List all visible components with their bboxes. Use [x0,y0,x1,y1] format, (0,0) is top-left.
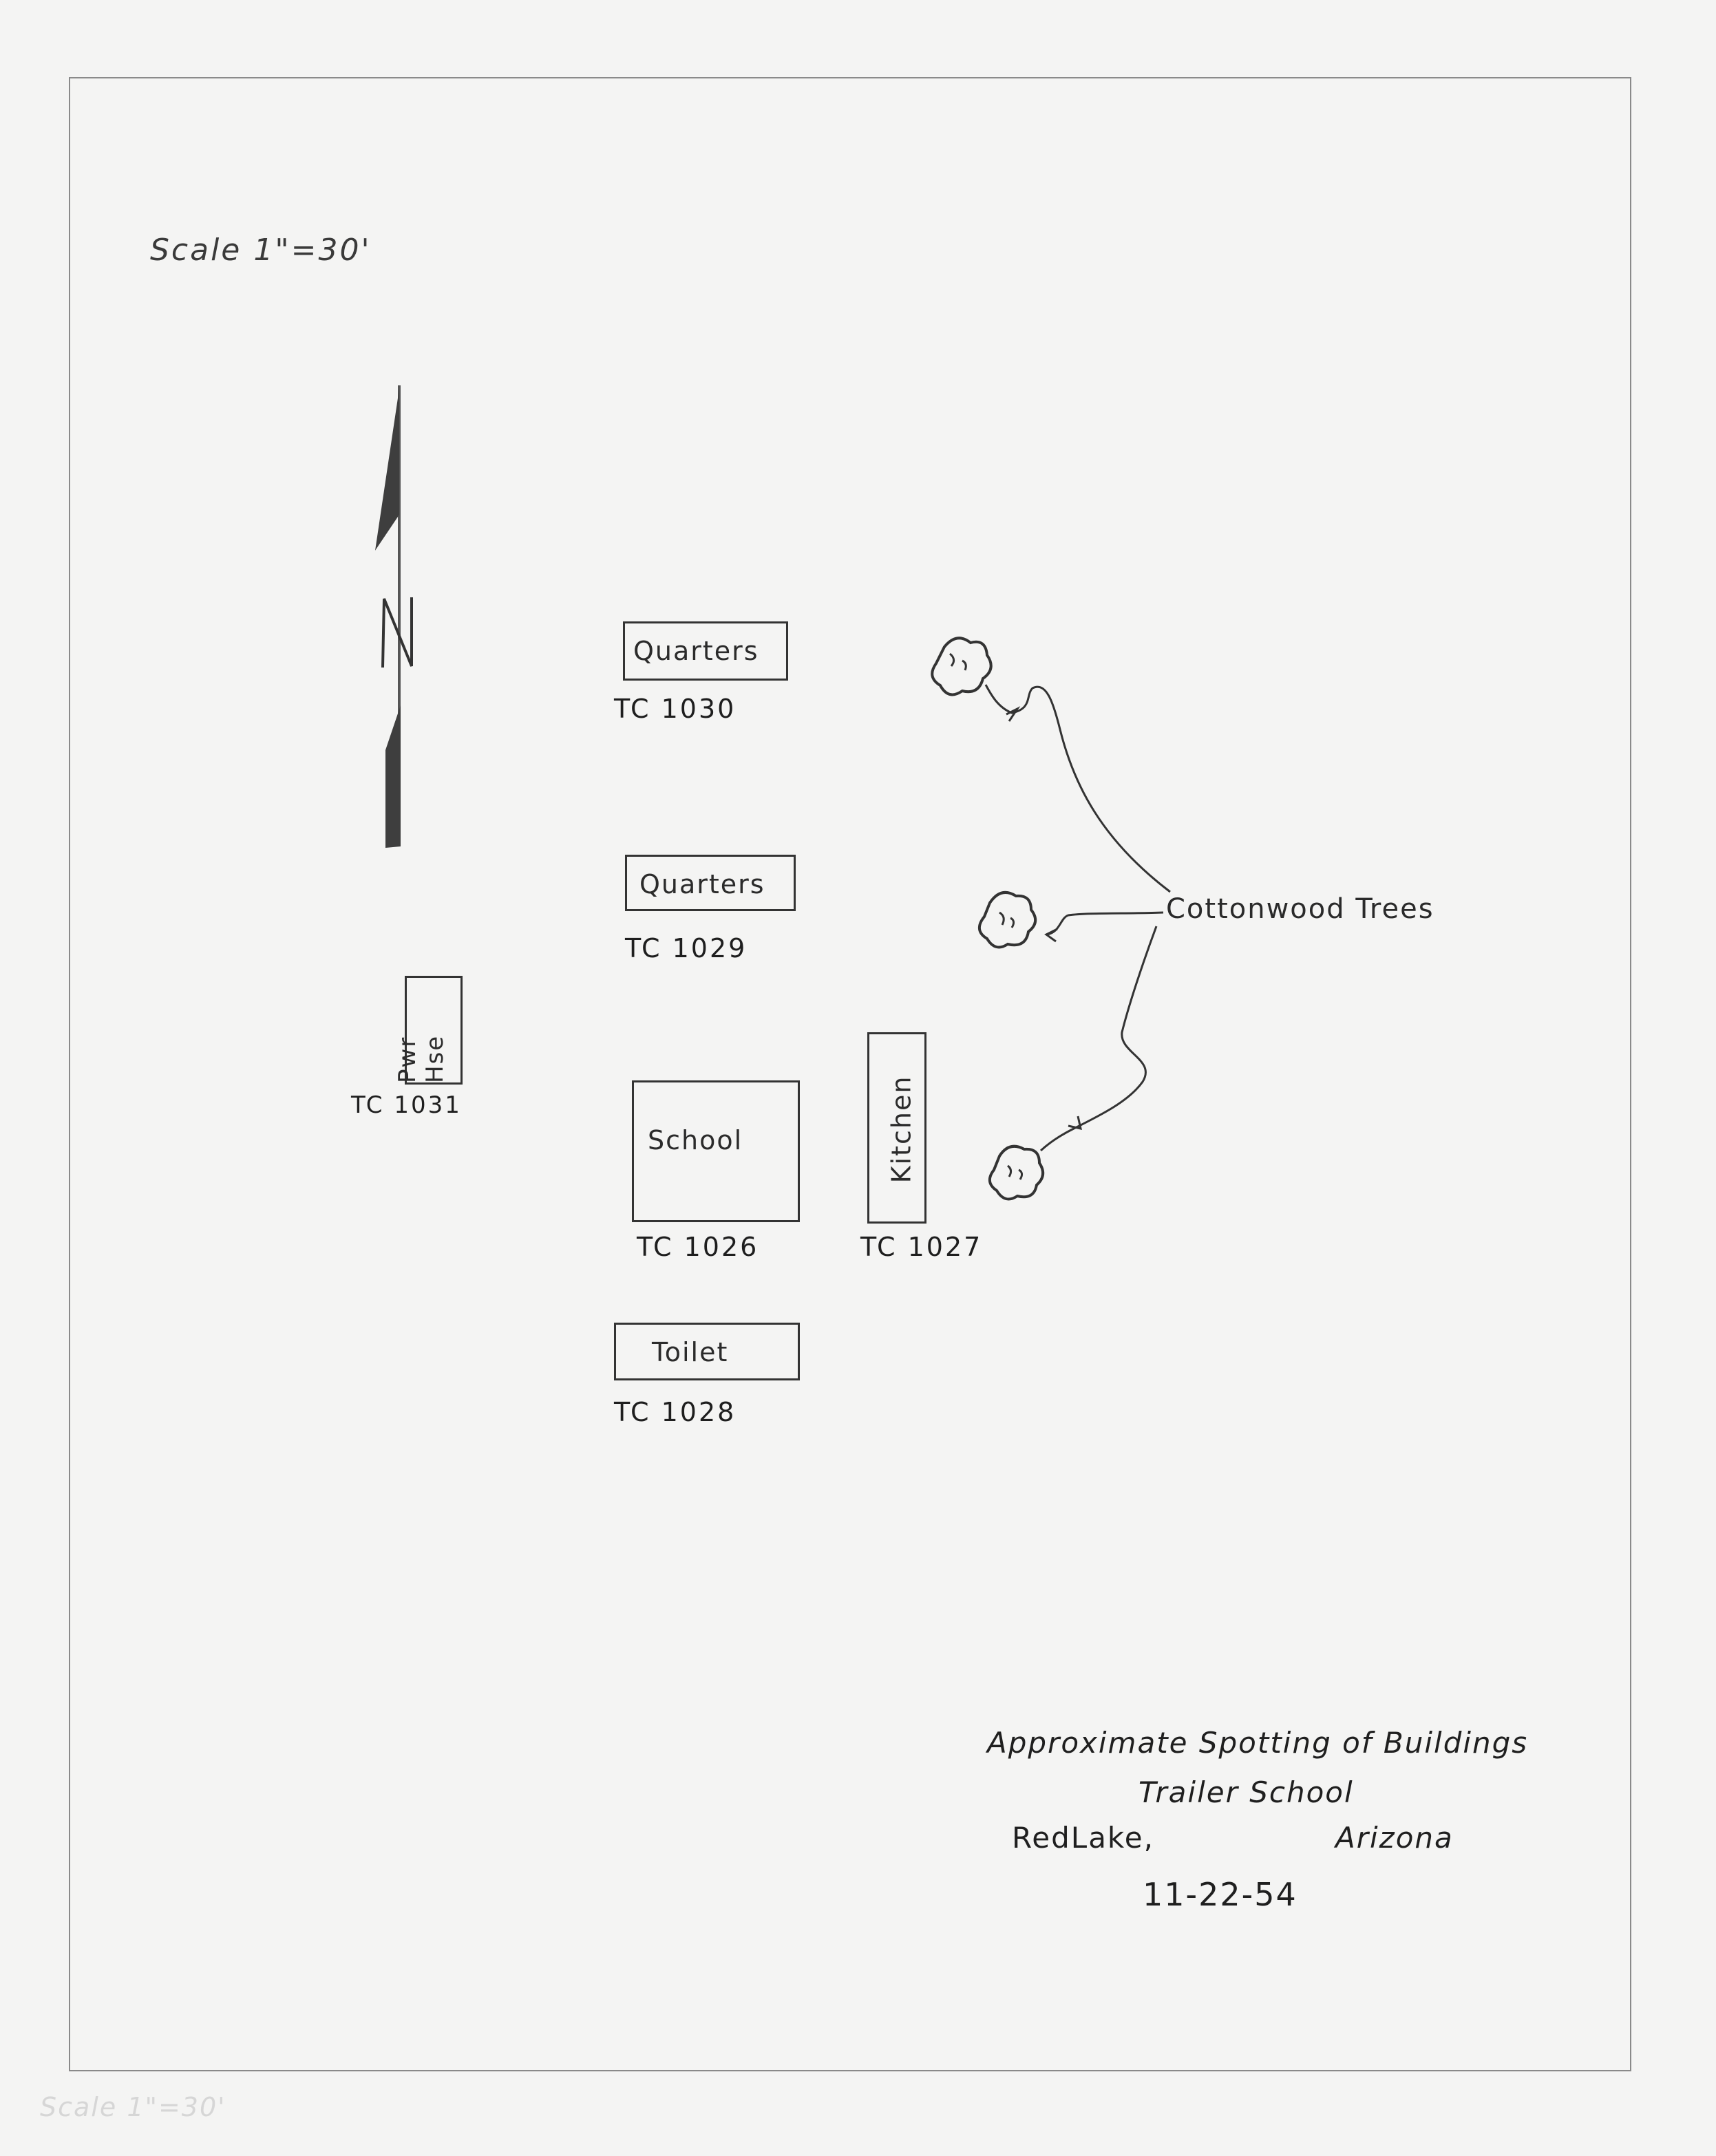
title-place: RedLake, [1012,1821,1154,1855]
building-school-1026: School [632,1080,800,1222]
cottonwood-trees-label: Cottonwood Trees [1166,893,1434,925]
map-border [69,77,1631,2071]
building-label: Quarters [633,636,759,666]
title-date: 11-22-54 [1143,1876,1297,1913]
building-id: TC 1027 [860,1232,983,1262]
building-quarters-1029: Quarters [625,855,796,911]
building-id: TC 1026 [637,1232,759,1262]
building-id: TC 1028 [614,1397,737,1427]
tree-icon [978,890,1037,949]
building-label: Quarters [639,869,765,899]
title-line-2: Trailer School [1138,1775,1354,1809]
title-line-1: Approximate Spotting of Buildings [987,1726,1529,1760]
building-power-house-1031: Pwr Hse [394,976,463,1085]
scale-note-faint: Scale 1"=30' [40,2092,226,2122]
building-label: School [648,1125,743,1155]
scale-note: Scale 1"=30' [150,233,372,268]
building-id: TC 1030 [614,694,737,724]
building-label: Toilet [652,1337,729,1367]
building-id: TC 1029 [625,933,748,963]
building-id: TC 1031 [351,1091,462,1119]
tree-icon [988,1144,1045,1201]
title-state: Arizona [1335,1821,1454,1855]
building-toilet-1028: Toilet [614,1323,800,1380]
tree-icon [931,637,993,696]
building-quarters-1030: Quarters [623,621,788,681]
building-kitchen-1027: Kitchen [867,1032,926,1224]
